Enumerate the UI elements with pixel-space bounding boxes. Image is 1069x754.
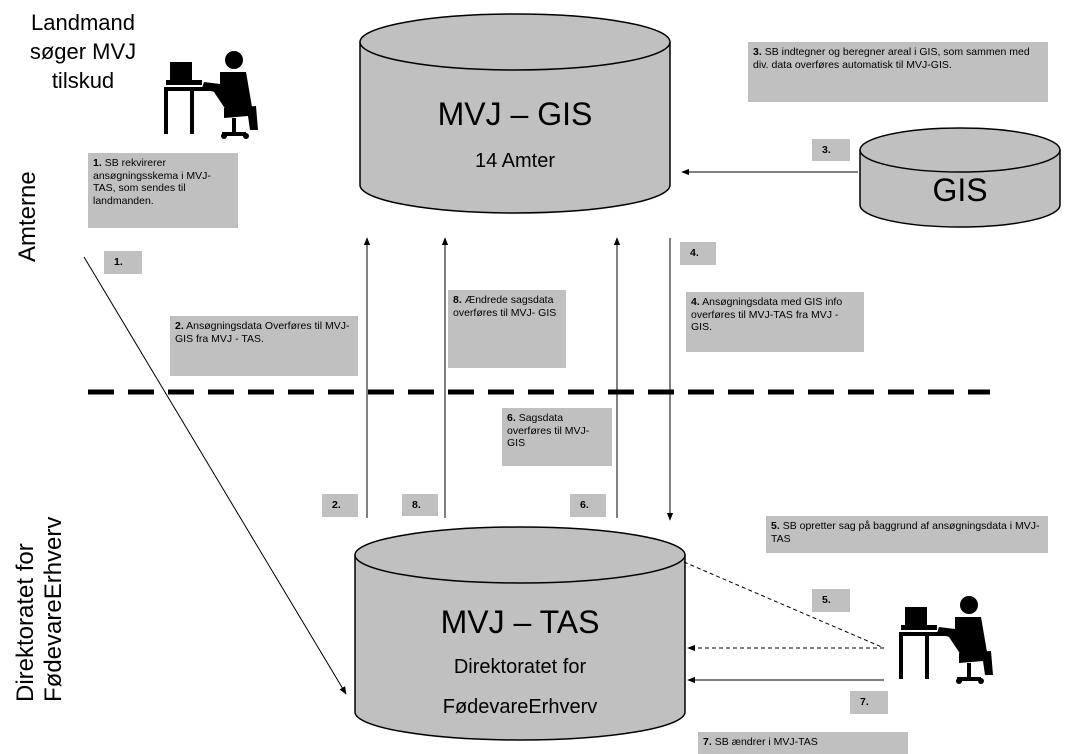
note-4-number: 4.: [691, 296, 700, 308]
note-5: 5. SB opretter sag på baggrund af ansøgn…: [766, 516, 1048, 553]
mvj-gis-subtitle: 14 Amter: [474, 150, 556, 172]
note-8: 8. Ændrede sagsdata overføres til MVJ- G…: [448, 290, 566, 368]
note-2-text: Ansøgningsdata Overføres til MVJ-GIS fra…: [175, 320, 350, 345]
note-3-text: SB indtegner og beregner areal i GIS, so…: [753, 46, 1030, 71]
note-4-text: Ansøgningsdata med GIS info overføres ti…: [691, 296, 843, 333]
note-4: 4. Ansøgningsdata med GIS info overføres…: [686, 292, 864, 352]
mvj-tas-subtitle2: FødevareErhverv: [442, 696, 598, 718]
landmand-label: Landmand søger MVJ tilskud: [18, 8, 148, 95]
tag-5: 5.: [812, 589, 850, 612]
person-at-computer-icon: [899, 596, 993, 684]
note-5-number: 5.: [771, 520, 780, 532]
amterne-label: Amterne: [14, 171, 41, 262]
note-1-text: SB rekvirerer ansøgningsskema i MVJ-TAS,…: [93, 157, 211, 207]
gis-cylinder: [859, 127, 1061, 228]
note-1-number: 1.: [93, 157, 102, 169]
landmand-line2: søger MVJ: [29, 39, 137, 64]
mvj-tas-title: MVJ – TAS: [440, 604, 600, 640]
landmand-line1: Landmand: [31, 10, 135, 35]
arrow-1: [83, 256, 347, 695]
tag-8: 8.: [402, 494, 438, 516]
tag-7: 7.: [850, 691, 888, 714]
mvj-gis-title: MVJ – GIS: [437, 96, 593, 132]
arrow-5-line: [683, 561, 885, 649]
note-6: 6. Sagsdata overføres til MVJ- GIS: [502, 408, 612, 466]
note-6-number: 6.: [507, 412, 516, 424]
mvj-gis-cylinder: [359, 13, 671, 214]
tag-1: 1.: [104, 251, 142, 274]
note-5-text: SB opretter sag på baggrund af ansøgning…: [771, 520, 1040, 545]
mvj-tas-cylinder: [354, 526, 686, 741]
note-1: 1. SB rekvirerer ansøgningsskema i MVJ-T…: [88, 153, 238, 228]
note-8-text: Ændrede sagsdata overføres til MVJ- GIS: [453, 294, 557, 319]
tag-2: 2.: [322, 494, 358, 517]
tag-3: 3.: [812, 139, 850, 161]
tag-6: 6.: [570, 494, 606, 517]
note-7-text: SB ændrer i MVJ-TAS: [714, 736, 818, 748]
note-6-text: Sagsdata overføres til MVJ- GIS: [507, 412, 590, 449]
landmand-line3: tilskud: [51, 68, 115, 93]
gis-title: GIS: [932, 172, 988, 208]
note-2-number: 2.: [175, 320, 184, 332]
direktoratet-label-line1: Direktoratet for: [12, 543, 39, 702]
note-8-number: 8.: [453, 294, 462, 306]
note-7-number: 7.: [703, 736, 712, 748]
note-2: 2. Ansøgningsdata Overføres til MVJ-GIS …: [170, 316, 358, 376]
tag-4: 4.: [680, 242, 716, 265]
direktoratet-label-line2: FødevareErhverv: [40, 516, 67, 702]
note-7: 7. SB ændrer i MVJ-TAS: [698, 732, 908, 754]
note-3: 3. SB indtegner og beregner areal i GIS,…: [748, 42, 1048, 102]
note-3-number: 3.: [753, 46, 762, 58]
person-at-computer-icon: [164, 51, 258, 139]
mvj-tas-subtitle1: Direktoratet for: [453, 656, 587, 678]
